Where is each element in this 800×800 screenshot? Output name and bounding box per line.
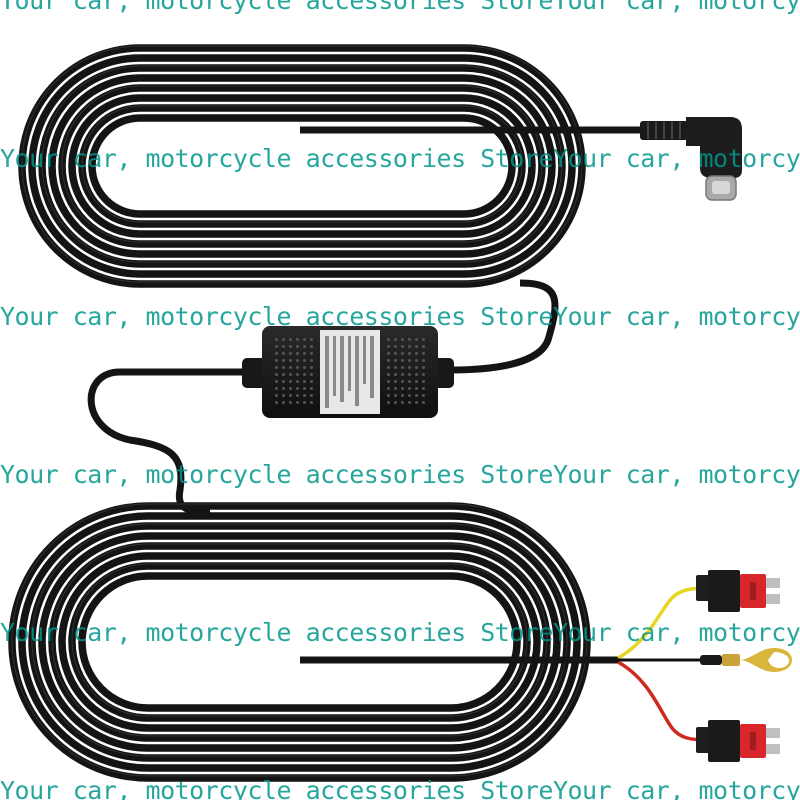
strain-relief: [640, 121, 688, 140]
ring-terminal-icon: [700, 648, 792, 672]
box-output-cable: [87, 368, 262, 516]
converter-box-icon: [242, 326, 454, 418]
fuse-tap-icon: [696, 720, 780, 762]
yellow-wire: [617, 586, 709, 660]
lower-cable-coil: [8, 502, 591, 782]
fuse-tap-icon: [696, 570, 780, 612]
upper-cable-coil: [18, 44, 586, 288]
usb-c-plug-icon: [686, 117, 742, 201]
red-wire: [617, 660, 709, 742]
box-input-cable: [449, 279, 559, 374]
